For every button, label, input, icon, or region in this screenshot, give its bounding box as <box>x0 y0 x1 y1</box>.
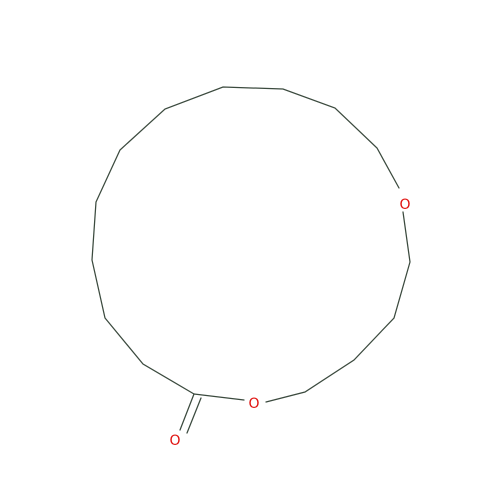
carbonyl-double-bond-a <box>179 393 195 431</box>
ring-bond-path-lower <box>265 211 411 403</box>
bond-group <box>91 86 411 434</box>
atom-labels: O O O <box>169 197 410 449</box>
carbonyl-oxygen-label: O <box>169 433 180 449</box>
ester-bond <box>193 393 245 401</box>
carbonyl-double-bond-b <box>186 397 202 434</box>
ether-oxygen-label: O <box>399 197 410 213</box>
ester-oxygen-label: O <box>248 396 259 412</box>
ring-bond-path <box>91 86 400 395</box>
